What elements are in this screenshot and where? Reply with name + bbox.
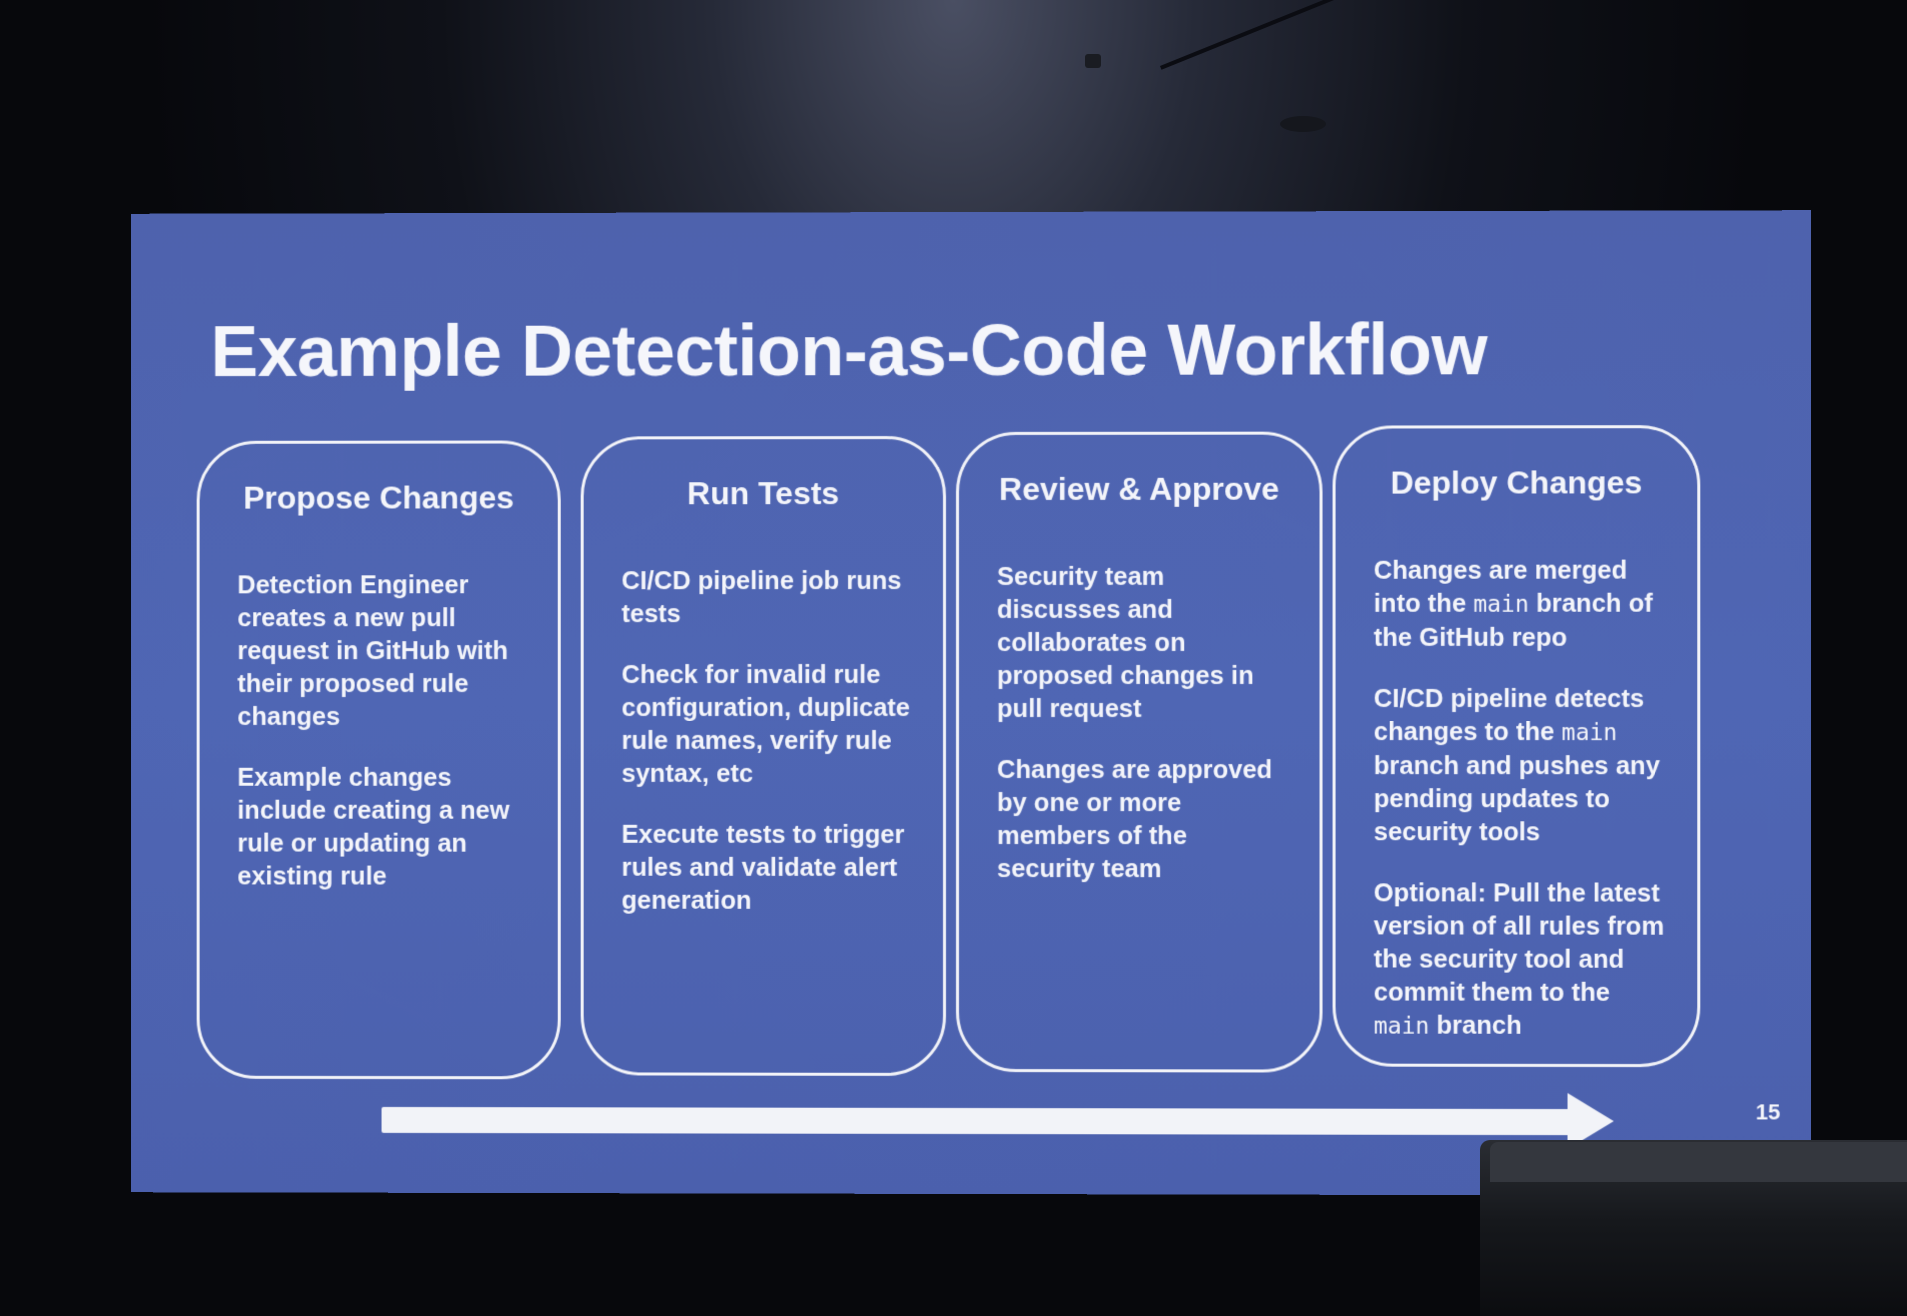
card-title: Deploy Changes <box>1390 464 1643 501</box>
card-deploy-changes: Deploy Changes Changes are merged into t… <box>1332 425 1701 1068</box>
page-number: 15 <box>1755 1099 1781 1125</box>
card-paragraph: CI/CD pipeline job runs tests <box>621 567 902 629</box>
card-paragraph: Changes are approved by one or more memb… <box>997 756 1273 884</box>
code-branch-name: main <box>1561 720 1618 747</box>
card-run-tests: Run Tests CI/CD pipeline job runs tests … <box>580 436 947 1076</box>
card-title: Run Tests <box>687 475 840 512</box>
card-paragraph: Execute tests to trigger rules and valid… <box>621 820 905 915</box>
ceiling-fixture <box>1085 54 1101 68</box>
ceiling-cable <box>1160 0 1403 70</box>
card-title: Review & Approve <box>999 470 1280 507</box>
card-paragraph: Detection Engineer creates a new pull re… <box>237 571 508 731</box>
card-body: Detection Engineer creates a new pull re… <box>237 569 529 921</box>
text-run: branch <box>1429 1011 1522 1040</box>
code-branch-name: main <box>1373 1013 1430 1040</box>
projection-screen: Example Detection-as-Code Workflow Propo… <box>131 210 1812 1196</box>
slide-title: Example Detection-as-Code Workflow <box>210 310 1488 393</box>
card-propose-changes: Propose Changes Detection Engineer creat… <box>196 440 561 1080</box>
text-run: Optional: Pull the latest version of all… <box>1373 879 1665 1007</box>
card-paragraph: Security team discusses and collaborates… <box>997 562 1254 724</box>
card-title: Propose Changes <box>243 479 514 516</box>
card-body: Security team discusses and collaborates… <box>997 561 1291 914</box>
workflow-arrow <box>381 1106 1582 1136</box>
card-paragraph: Check for invalid rule configuration, du… <box>621 661 911 788</box>
card-body: Changes are merged into the main branch … <box>1374 555 1669 1073</box>
card-paragraph: Example changes include creating a new r… <box>237 763 510 891</box>
code-branch-name: main <box>1473 591 1529 618</box>
card-paragraph: CI/CD pipeline detects changes to the ma… <box>1374 683 1669 850</box>
card-paragraph: Optional: Pull the latest version of all… <box>1374 877 1669 1044</box>
card-body: CI/CD pipeline job runs tests Check for … <box>622 565 915 946</box>
card-review-approve: Review & Approve Security team discusses… <box>956 431 1323 1073</box>
ceiling-light <box>1280 116 1326 132</box>
card-paragraph: Changes are merged into the main branch … <box>1374 555 1669 655</box>
text-run: branch and pushes any pending updates to… <box>1373 752 1660 847</box>
projector-top <box>1490 1142 1907 1182</box>
